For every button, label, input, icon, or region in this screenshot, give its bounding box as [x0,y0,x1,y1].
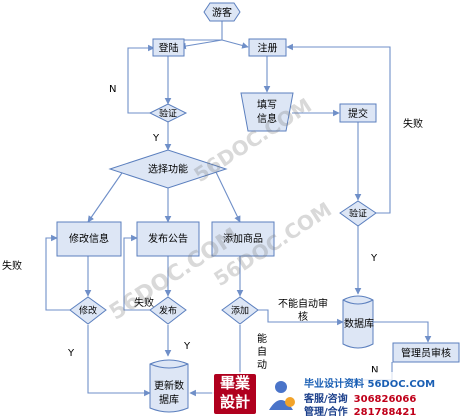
label-can-auto-3: 动 [257,359,267,371]
login-label: 登陆 [159,42,179,55]
register-node: 注册 [248,38,287,57]
add-label: 添加 [231,306,249,317]
site-banner: 畢業 設計 毕业设计资料 56DOC.COM 客服/咨询 306826066 管理… [212,372,465,418]
post-notice-label: 发布公告 [148,232,188,245]
select-function-node: 选择功能 [108,149,228,189]
post-notice-node: 发布公告 [136,221,200,257]
select-function-label: 选择功能 [148,163,188,176]
login-node: 登陆 [152,38,185,57]
banner-service-line: 客服/咨询 306826066 [304,390,416,405]
modify-label: 修改 [79,305,97,317]
label-cannot-auto-1: 不能自动审 [278,297,328,310]
fill-info-label-1: 填写 [257,98,277,111]
edit-info-node: 修改信息 [56,221,122,257]
banner-service-label: 客服/咨询 [304,394,348,405]
update-db-node: 更新数 据库 [149,359,189,413]
label-can-auto-1: 能 [257,332,267,345]
verify-register-label: 验证 [349,208,367,220]
edge-split-register [221,39,249,49]
edge-split-login-arrow [179,39,223,50]
banner-manage-line: 管理/合作 281788421 [304,403,416,418]
publish-node: 发布 [149,296,187,325]
modify-node: 修改 [69,296,107,325]
fill-info-node: 填写 信息 [240,92,294,132]
banner-site: 毕业设计资料 56DOC.COM [304,379,436,390]
banner-manage-label: 管理/合作 [304,407,348,418]
visitor-node: 游客 [203,2,241,22]
label-n-bottom: N [371,365,378,376]
connectors [45,21,432,397]
add-goods-label: 添加商品 [223,232,263,245]
label-y-modify: Y [67,348,75,359]
update-db-label-1: 更新数 [154,379,184,392]
database-node: 数据库 [342,295,374,349]
submit-node: 提交 [339,103,377,123]
add-goods-node: 添加商品 [211,221,275,257]
edit-info-label: 修改信息 [69,232,109,245]
submit-label: 提交 [348,107,368,120]
label-cannot-auto-2: 核 [298,310,308,323]
verify-login-node: 验证 [148,103,188,123]
edge-verify-n-login [127,44,155,114]
verify-register-node: 验证 [339,200,377,227]
banner-service-number: 306826066 [353,394,417,405]
label-y-publish: Y [183,341,191,352]
label-fail-left: 失败 [2,259,22,272]
site-logo-line-2: 設計 [219,393,250,411]
edge-add-db [258,309,344,326]
edge-publish-fail [123,234,150,311]
add-node: 添加 [221,296,259,325]
edge-db-admin [373,321,432,343]
site-logo-line-1: 畢業 [219,374,250,392]
visitor-label: 游客 [212,6,232,19]
edge-modify-fail [45,234,70,311]
person-icon [269,381,295,410]
label-fail-right: 失败 [403,117,423,130]
update-db-label-2: 据库 [159,393,179,406]
site-logo: 畢業 設計 [214,374,256,414]
edge-select-add [214,169,241,223]
admin-review-node: 管理员审核 [392,342,460,363]
banner-manage-number: 281788421 [353,407,417,418]
verify-login-label: 验证 [159,108,177,120]
publish-label: 发布 [159,305,177,317]
label-n-left: N [109,84,116,95]
label-can-auto-2: 自 [257,345,267,358]
database-label: 数据库 [344,317,374,330]
label-fail-mid: 失败 [134,296,154,309]
admin-review-label: 管理员审核 [401,347,451,360]
edge-modify-update [87,325,151,397]
fill-info-label-2: 信息 [257,112,277,125]
register-label: 注册 [258,42,278,55]
label-y-verify: Y [152,133,160,144]
label-y-reg: Y [370,253,378,264]
edge-verify-fail-register [286,43,391,214]
edge-select-edit [87,169,125,223]
